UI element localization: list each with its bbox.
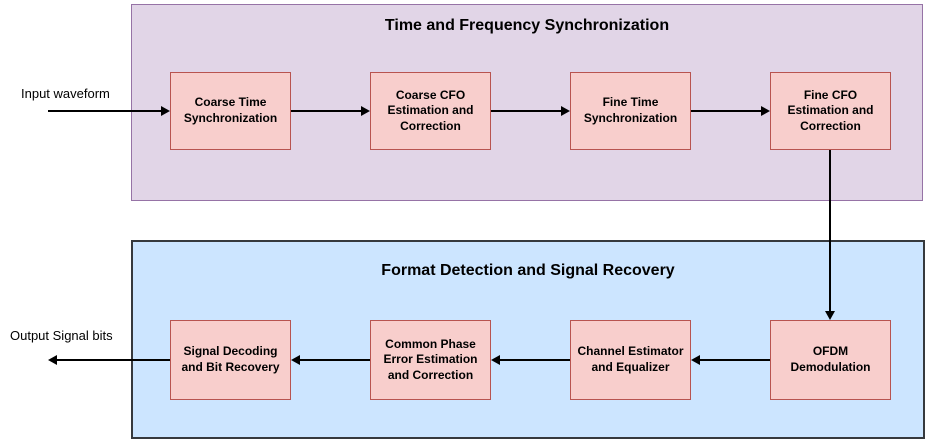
arrow-output-line [57, 359, 170, 361]
node-coarse-cfo-estimation: Coarse CFO Estimation and Correction [370, 72, 491, 150]
arrow-output-head-icon [48, 355, 57, 365]
arrow-coarsecfo-to-finetime-line [491, 110, 561, 112]
node-coarse-time-sync: Coarse Time Synchronization [170, 72, 291, 150]
section-title-recovery: Format Detection and Signal Recovery [381, 262, 675, 279]
arrow-coarsetime-to-coarsecfo-head-icon [361, 106, 370, 116]
arrow-finecfo-to-ofdm-line [829, 150, 831, 311]
output-signal-bits-label: Output Signal bits [10, 328, 113, 343]
node-ofdm-demodulation: OFDM Demodulation [770, 320, 891, 400]
arrow-finetime-to-finecfo-head-icon [761, 106, 770, 116]
section-title-sync: Time and Frequency Synchronization [384, 17, 670, 34]
arrow-ofdm-to-channel-line [700, 359, 770, 361]
arrow-input-line [48, 110, 161, 112]
node-fine-time-sync: Fine Time Synchronization [570, 72, 691, 150]
arrow-cpe-to-decoding-line [300, 359, 370, 361]
node-fine-cfo-estimation: Fine CFO Estimation and Correction [770, 72, 891, 150]
arrow-coarsecfo-to-finetime-head-icon [561, 106, 570, 116]
arrow-channel-to-cpe-line [500, 359, 570, 361]
arrow-input-head-icon [161, 106, 170, 116]
node-signal-decoding: Signal Decoding and Bit Recovery [170, 320, 291, 400]
arrow-coarsetime-to-coarsecfo-line [291, 110, 361, 112]
node-channel-estimator: Channel Estimator and Equalizer [570, 320, 691, 400]
node-common-phase-error: Common Phase Error Estimation and Correc… [370, 320, 491, 400]
input-waveform-label: Input waveform [21, 86, 110, 101]
arrow-cpe-to-decoding-head-icon [291, 355, 300, 365]
arrow-channel-to-cpe-head-icon [491, 355, 500, 365]
arrow-finetime-to-finecfo-line [691, 110, 761, 112]
arrow-ofdm-to-channel-head-icon [691, 355, 700, 365]
arrow-finecfo-to-ofdm-head-icon [825, 311, 835, 320]
